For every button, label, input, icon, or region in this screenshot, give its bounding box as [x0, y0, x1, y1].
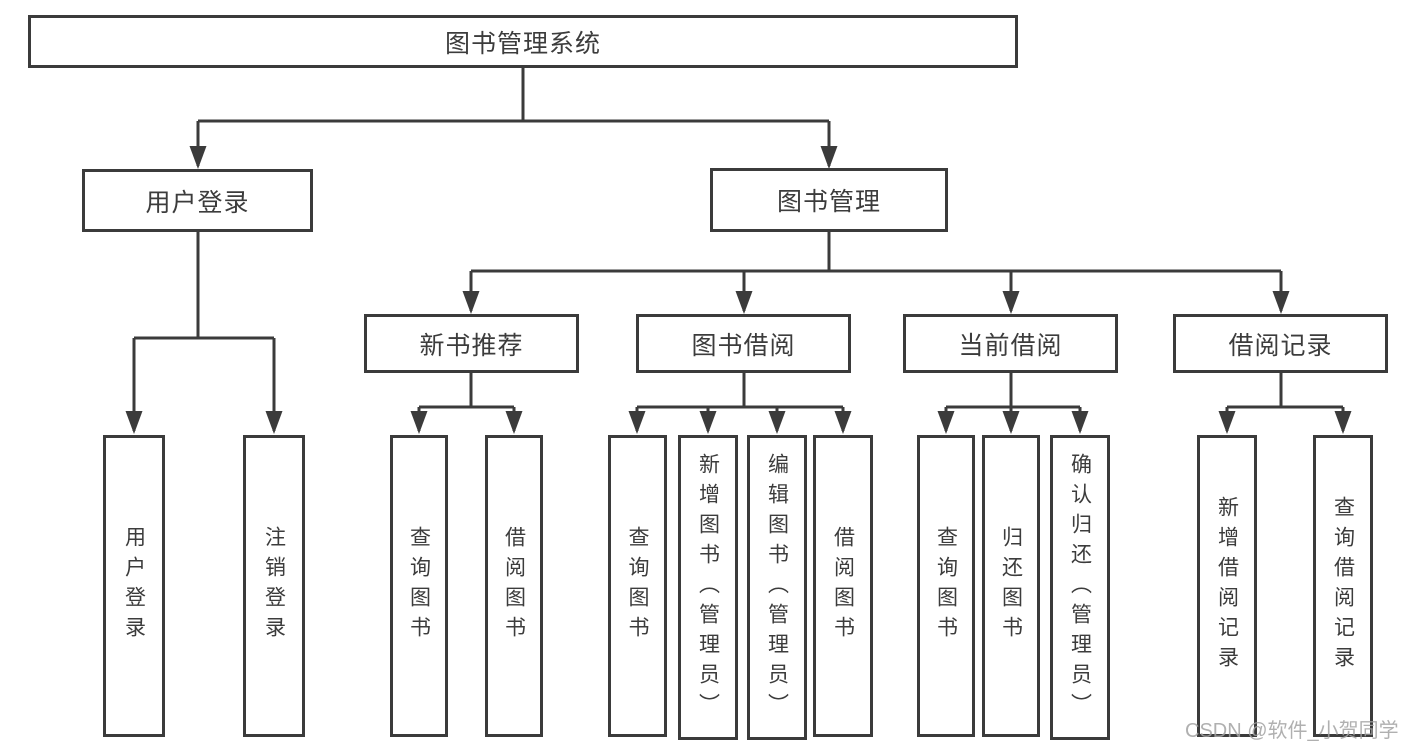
node-leaf-user-login: 用户登录: [103, 435, 165, 737]
node-leaf-borrow-books-recommend: 借阅图书: [485, 435, 543, 737]
node-system-root: 图书管理系统: [28, 15, 1018, 68]
node-leaf-query-borrow-record: 查询借阅记录: [1313, 435, 1373, 737]
node-leaf-query-books-recommend: 查询图书: [390, 435, 448, 737]
watermark-text: CSDN @软件_小贺同学: [1185, 720, 1399, 742]
arrowheads: [125, 146, 1352, 434]
node-book-management: 图书管理: [710, 168, 948, 232]
node-new-book-recommendation: 新书推荐: [364, 314, 579, 373]
node-leaf-edit-book-admin: 编辑图书（管理员）: [747, 435, 807, 740]
node-leaf-confirm-return-admin: 确认归还（管理员）: [1050, 435, 1110, 740]
node-leaf-query-books-current: 查询图书: [917, 435, 975, 737]
node-leaf-add-borrow-record: 新增借阅记录: [1197, 435, 1257, 737]
node-leaf-logout: 注销登录: [243, 435, 305, 737]
node-current-borrowing: 当前借阅: [903, 314, 1118, 373]
node-leaf-add-book-admin: 新增图书（管理员）: [678, 435, 738, 740]
node-leaf-return-books: 归还图书: [982, 435, 1040, 737]
node-book-borrowing: 图书借阅: [636, 314, 851, 373]
node-borrowing-records: 借阅记录: [1173, 314, 1388, 373]
node-leaf-query-books-borrow: 查询图书: [608, 435, 667, 737]
node-user-login: 用户登录: [82, 169, 313, 232]
node-leaf-borrow-books-borrow: 借阅图书: [813, 435, 873, 737]
